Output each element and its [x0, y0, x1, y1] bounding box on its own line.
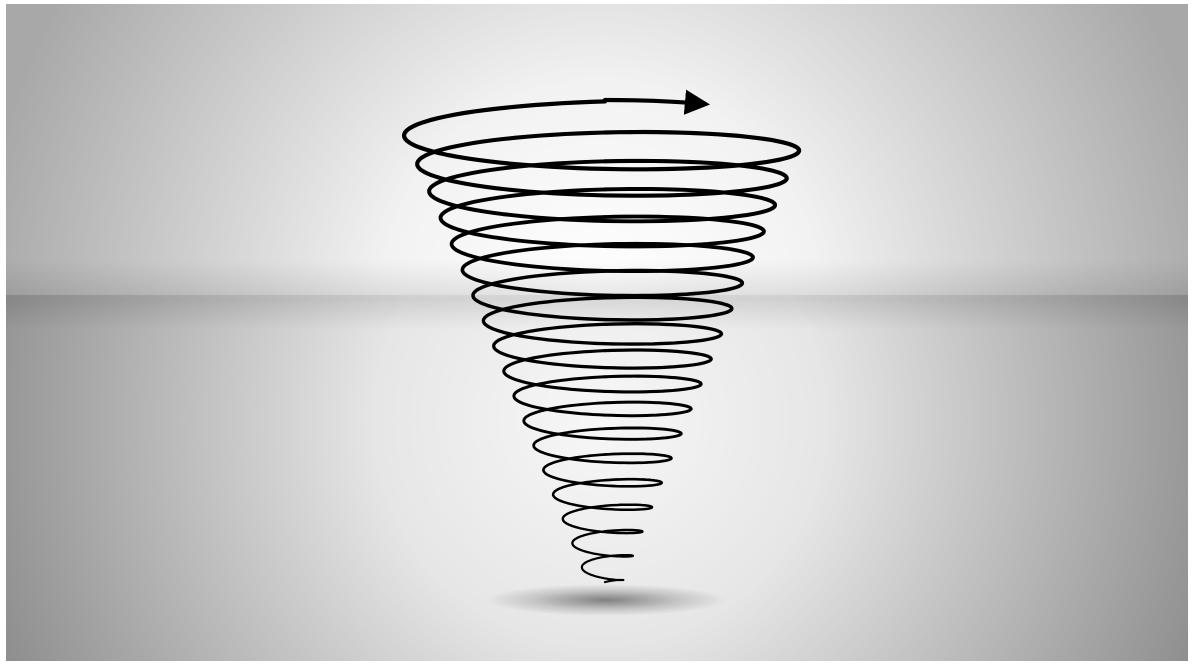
floor-shadow [486, 584, 726, 616]
